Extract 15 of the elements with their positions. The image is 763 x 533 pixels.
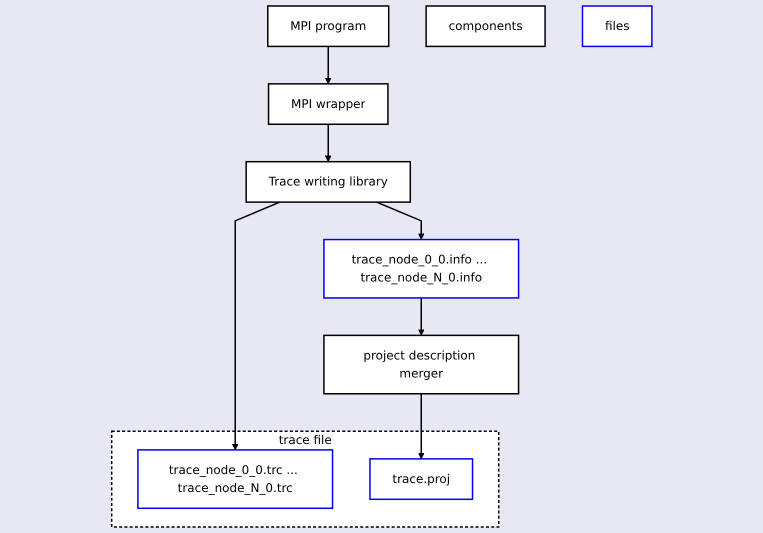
node-box: components — [425, 5, 546, 48]
node-box: trace.proj — [368, 458, 473, 500]
arrow — [418, 298, 424, 336]
arrow — [324, 124, 332, 162]
arrow — [376, 201, 424, 240]
arrow — [232, 201, 280, 450]
node-box: MPI program — [266, 5, 390, 48]
node-box: project description merger — [322, 334, 520, 394]
node-box: Trace writing library — [245, 160, 411, 203]
arrow — [418, 394, 424, 460]
node-box: files — [581, 5, 652, 48]
arrow — [324, 46, 332, 84]
node-box: trace_node_0_0.trc ... trace_node_N_0.trc — [136, 449, 333, 510]
node-box: MPI wrapper — [268, 83, 388, 126]
node-box: trace_node_0_0.info ... trace_node_N_0.info — [322, 238, 520, 299]
